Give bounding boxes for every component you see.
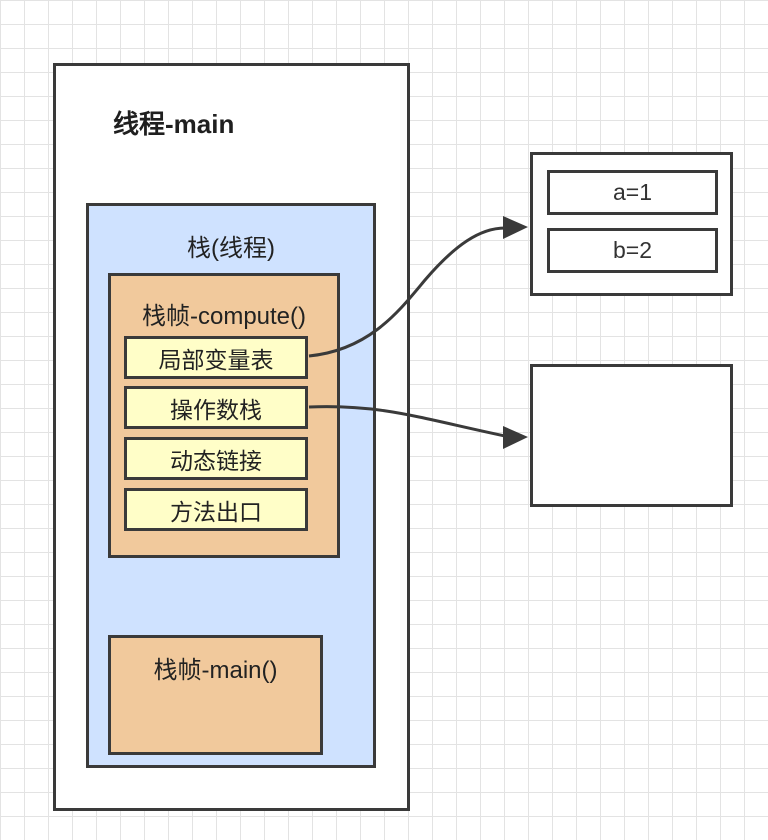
empty-target-box <box>530 364 733 507</box>
operand-stack: 操作数栈 <box>124 386 308 429</box>
thread-title: 线程-main <box>113 109 235 139</box>
frame-main-title: 栈帧-main() <box>153 657 278 684</box>
stack-frame-main: 栈帧-main() <box>108 635 323 755</box>
stack-title: 栈(线程) <box>187 235 275 262</box>
variable-a: a=1 <box>547 170 718 215</box>
variable-b: b=2 <box>547 228 718 273</box>
frame-compute-title: 栈帧-compute() <box>141 303 307 330</box>
arrowhead-upper <box>503 216 528 239</box>
dynamic-linking: 动态链接 <box>124 437 308 480</box>
arrowhead-lower <box>503 426 528 449</box>
method-exit: 方法出口 <box>124 488 308 531</box>
local-variable-table: 局部变量表 <box>124 336 308 379</box>
